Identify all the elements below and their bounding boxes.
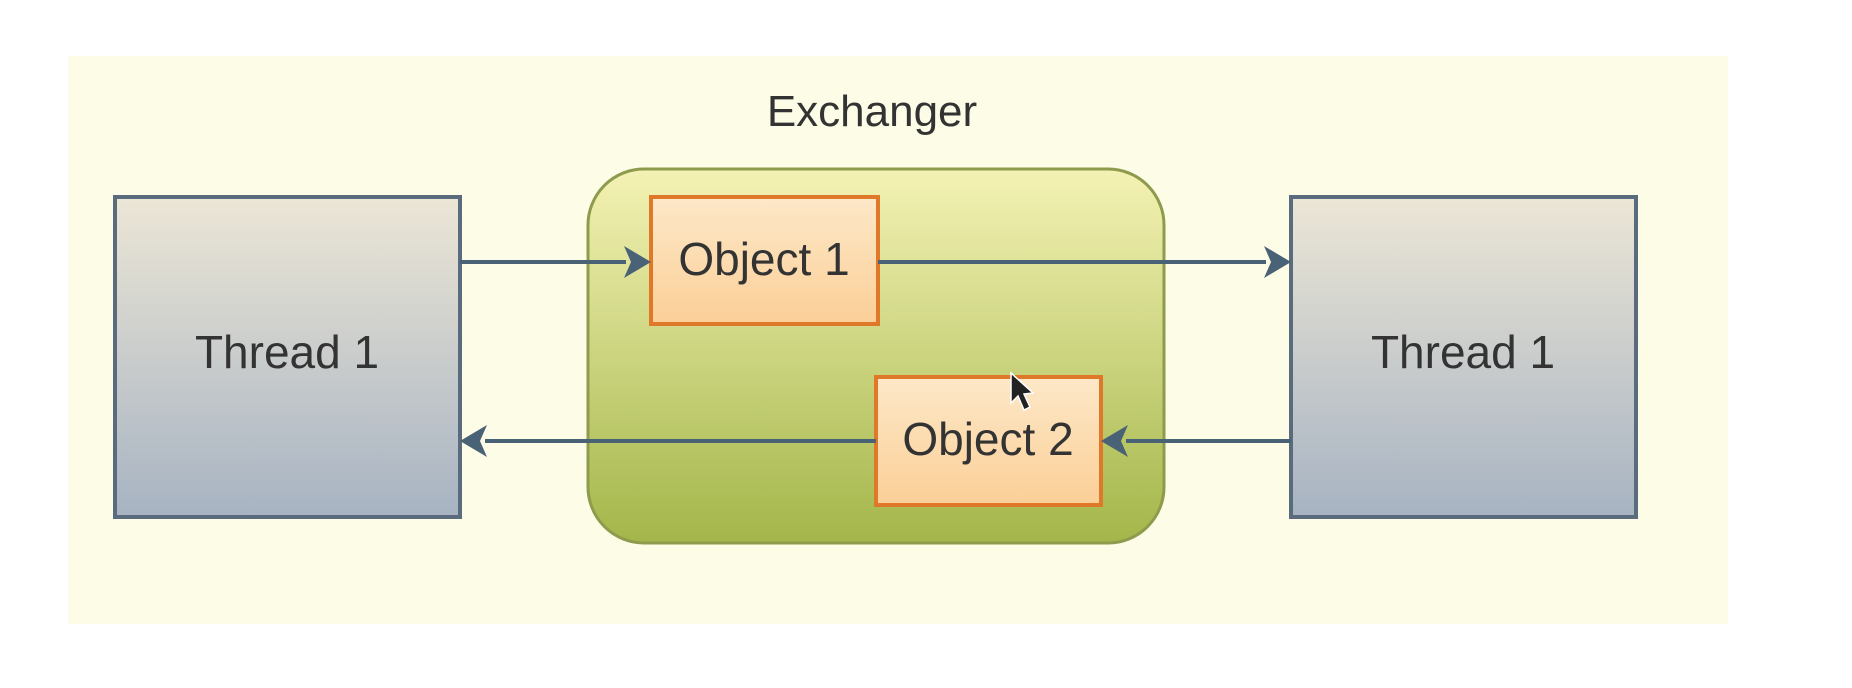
arrow-thread1-to-object1 [460,246,651,278]
right-thread-box: Thread 1 [1289,195,1638,519]
object-1-box: Object 1 [649,195,880,326]
exchanger-title: Exchanger [767,87,977,136]
mouse-cursor-icon [1010,371,1035,412]
arrow-object1-to-thread2 [878,246,1291,278]
left-thread-box: Thread 1 [113,195,462,519]
object-1-label: Object 1 [678,233,849,285]
object-2-box: Object 2 [874,375,1103,507]
object-2-label: Object 2 [902,413,1073,465]
left-thread-label: Thread 1 [195,326,379,378]
arrow-thread2-to-object2 [1101,425,1291,457]
right-thread-label: Thread 1 [1371,326,1555,378]
arrow-object2-to-thread1 [460,425,876,457]
